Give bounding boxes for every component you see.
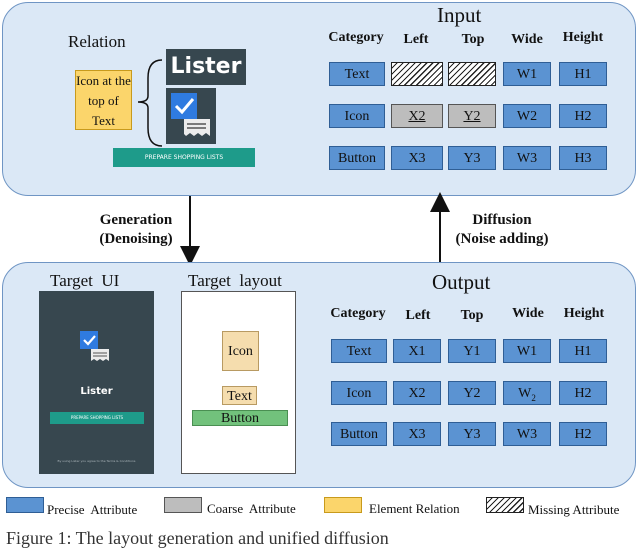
output-title: Output: [432, 270, 491, 294]
output-row1-wide: W1: [503, 339, 551, 363]
input-row3-top: Y3: [448, 146, 496, 170]
output-row2-height: H2: [559, 381, 607, 405]
relation-brace: [137, 59, 163, 147]
target-ui-list-icon: [80, 331, 109, 361]
target-ui-app-name: Lister: [80, 386, 113, 397]
legend-missing-label: Missing Attribute: [528, 502, 620, 517]
target-ui-footer: By using Lister you agree to the Terms &…: [57, 459, 136, 463]
input-header-top: Top: [461, 32, 485, 47]
input-row1-height: H1: [559, 62, 607, 86]
target-ui-label: Target UI: [50, 271, 120, 290]
generation-text: Generation: [99, 212, 173, 228]
legend-relation-swatch: [324, 497, 362, 513]
shopping-list-icon: [171, 93, 210, 136]
target-ui-button: PREPARE SHOPPING LISTS: [50, 412, 144, 424]
output-header-left: Left: [405, 308, 431, 323]
output-row3-height: H2: [559, 422, 607, 446]
input-row2-wide: W2: [503, 104, 551, 128]
legend-missing-swatch: [486, 497, 524, 513]
relation-label: Relation: [68, 32, 126, 51]
input-row2-top: Y2: [448, 104, 496, 128]
layout-button-box: Button: [192, 410, 288, 426]
output-row2-category: Icon: [331, 381, 387, 405]
output-row1-category: Text: [331, 339, 387, 363]
input-header-category: Category: [328, 30, 384, 45]
input-row3-left: X3: [391, 146, 443, 170]
input-row3-category: Button: [329, 146, 385, 170]
input-row1-top: [448, 62, 496, 86]
relation-note: Icon at the top of Text: [75, 70, 132, 130]
output-header-category: Category: [330, 306, 386, 321]
output-row3-wide: W3: [503, 422, 551, 446]
input-row2-height: H2: [559, 104, 607, 128]
denoising-text: (Denoising): [99, 231, 173, 247]
legend-coarse-label: Coarse Attribute: [207, 501, 296, 516]
output-row1-height: H1: [559, 339, 607, 363]
output-row2-wide-sub: 2: [531, 392, 536, 403]
output-row1-top: Y1: [448, 339, 496, 363]
input-header-wide: Wide: [511, 32, 543, 47]
output-row1-left: X1: [393, 339, 441, 363]
output-row2-left: X2: [393, 381, 441, 405]
input-header-height: Height: [562, 30, 604, 45]
legend-precise-label: Precise Attribute: [47, 502, 138, 517]
legend-precise-swatch: [6, 497, 44, 513]
layout-icon-box: Icon: [222, 331, 259, 371]
input-row2-category: Icon: [329, 104, 385, 128]
output-row2-wide-main: W: [518, 386, 532, 401]
layout-text-box: Text: [222, 386, 257, 405]
output-row2-top: Y2: [448, 381, 496, 405]
legend-coarse-swatch: [164, 497, 202, 513]
output-header-top: Top: [460, 308, 484, 323]
target-ui-screen: Lister PREPARE SHOPPING LISTS By using L…: [39, 291, 154, 474]
output-row3-left: X3: [393, 422, 441, 446]
figure-caption: Figure 1: The layout generation and unif…: [6, 528, 389, 548]
input-row1-wide: W1: [503, 62, 551, 86]
app-icon-box: [166, 88, 216, 144]
input-title: Input: [437, 3, 482, 27]
input-row2-left: X2: [391, 104, 443, 128]
output-row3-top: Y3: [448, 422, 496, 446]
input-row1-category: Text: [329, 62, 385, 86]
input-row3-wide: W3: [503, 146, 551, 170]
input-app-button: PREPARE SHOPPING LISTS: [113, 148, 255, 167]
generation-label: Generation (Denoising): [84, 211, 188, 249]
diffusion-label: Diffusion (Noise adding): [444, 211, 560, 249]
output-row2-wide: W2: [503, 381, 551, 405]
output-row3-category: Button: [331, 422, 387, 446]
output-header-height: Height: [563, 306, 605, 321]
legend-relation-label: Element Relation: [369, 501, 460, 516]
noise-adding-text: (Noise adding): [455, 231, 549, 247]
target-layout-label: Target layout: [188, 271, 282, 290]
input-header-left: Left: [403, 32, 429, 47]
target-layout-frame: [181, 291, 296, 474]
input-row3-height: H3: [559, 146, 607, 170]
lister-logo: Lister: [166, 49, 246, 85]
diffusion-text: Diffusion: [472, 212, 532, 228]
input-row1-left: [391, 62, 443, 86]
output-header-wide: Wide: [512, 306, 544, 321]
lister-logo-text: Lister: [170, 54, 242, 79]
